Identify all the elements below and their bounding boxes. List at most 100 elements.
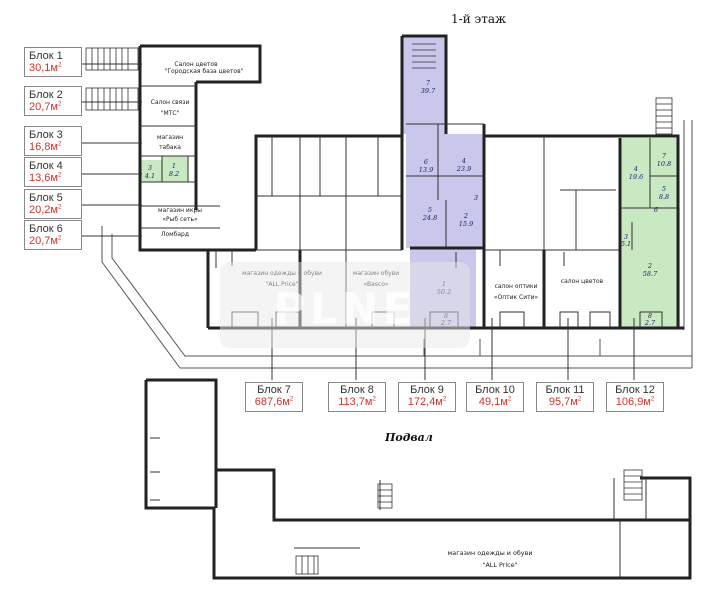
floor-title: 1-й этаж xyxy=(451,12,506,26)
block-name: Блок 1 xyxy=(29,50,63,62)
block-2-label: Блок 2 20,7м2 xyxy=(24,86,82,116)
room-area: 15.9 xyxy=(459,220,473,228)
room-number: 7 xyxy=(662,152,667,160)
block-area: 20,7м2 xyxy=(29,235,62,247)
watermark-text: PLNE xyxy=(273,284,416,335)
label-allprice-1: магазин одежды и обуви xyxy=(242,270,322,277)
stairs-right xyxy=(655,97,673,135)
block-name: Блок 11 xyxy=(545,384,585,396)
label-obuv-2: «Basco» xyxy=(363,281,388,288)
room-area: 4.1 xyxy=(144,172,155,180)
block-10-label: Блок 10 49,1м2 xyxy=(466,382,524,412)
room-area: 13.9 xyxy=(419,166,433,174)
label-ikra-2: «Рыб сеть» xyxy=(162,216,198,223)
block-name: Блок 9 xyxy=(410,384,444,396)
block-area: 30,1м2 xyxy=(29,62,62,74)
room-area: 10.8 xyxy=(657,160,671,168)
room-number: 3 xyxy=(148,164,152,172)
label-salon-svyazi-2: "МТС" xyxy=(161,110,180,117)
room-number: 6 xyxy=(654,206,658,214)
block-area: 20,2м2 xyxy=(29,204,62,216)
block-9-label: Блок 9 172,4м2 xyxy=(398,382,456,412)
block-7-label: Блок 7 687,6м2 xyxy=(245,382,303,412)
room-labels: Салон цветов "Городская база цветов" Сал… xyxy=(151,61,604,301)
label-tabak-1: магазин xyxy=(157,134,183,141)
block-1-label: Блок 1 30,1м2 xyxy=(24,47,82,77)
block-name: Блок 4 xyxy=(29,160,63,172)
room-number: 8 xyxy=(648,312,652,320)
basement-stairs-1 xyxy=(377,483,393,509)
room-number: 3 xyxy=(624,233,628,241)
room-area: 50.2 xyxy=(437,288,451,296)
block-name: Блок 6 xyxy=(29,223,63,235)
label-obuv-1: магазин обуви xyxy=(353,270,399,277)
block-area: 687,6м2 xyxy=(254,396,294,408)
block-name: Блок 8 xyxy=(340,384,374,396)
stairs-top-left xyxy=(85,47,139,71)
stairs-purple xyxy=(412,43,436,69)
block-4-label: Блок 4 13,6м2 xyxy=(24,157,82,187)
block-area: 16,8м2 xyxy=(29,141,62,153)
room-number: 6 xyxy=(424,158,428,166)
room-number: 7 xyxy=(426,79,431,87)
room-number: 1 xyxy=(442,280,446,288)
label-optika-2: «Оптик Сити» xyxy=(494,294,539,301)
label-optika-1: салон оптики xyxy=(495,283,538,290)
block-3-label: Блок 3 16,8м2 xyxy=(24,126,82,156)
room-number: 1 xyxy=(172,162,176,170)
room-area: 24.8 xyxy=(422,214,437,222)
room-number: 5 xyxy=(662,185,666,193)
block-4-fill xyxy=(140,156,188,182)
label-salon-cvetov-2: "Городская база цветов" xyxy=(165,68,244,75)
room-number: 2 xyxy=(647,262,652,270)
room-area: 23.9 xyxy=(456,165,471,173)
room-area: 39.7 xyxy=(421,87,436,95)
block-12-fill xyxy=(620,138,680,328)
site-outline xyxy=(101,120,693,369)
block-area: 49,1м2 xyxy=(478,396,512,408)
basement-shop-label-2: "ALL Price" xyxy=(483,561,518,569)
block-5-label: Блок 5 20,2м2 xyxy=(24,189,82,219)
block-area: 20,7м2 xyxy=(29,101,62,113)
label-ikra-1: магазин икры xyxy=(158,207,202,214)
room-area: 19.6 xyxy=(629,173,643,181)
label-tabak-2: табака xyxy=(159,144,181,151)
room-area: 5.1 xyxy=(621,240,631,248)
block-8-label: Блок 8 113,7м2 xyxy=(328,382,386,412)
room-area: 8.2 xyxy=(169,170,179,178)
block-name: Блок 7 xyxy=(257,384,291,396)
label-salon-svyazi-1: Салон связи xyxy=(151,99,190,106)
room-area: 2.7 xyxy=(440,319,452,327)
basement-title: Подвал xyxy=(384,431,433,444)
room-number: 4 xyxy=(633,165,638,173)
block-area: 113,7м2 xyxy=(338,396,376,408)
block-name: Блок 2 xyxy=(29,89,63,101)
block-area: 13,6м2 xyxy=(29,172,62,184)
block-12-label: Блок 12 106,9м2 xyxy=(606,382,664,412)
label-cvety: салон цветов xyxy=(561,278,604,285)
watermark: PLNE xyxy=(220,262,470,348)
block-area: 172,4м2 xyxy=(407,396,447,408)
room-number: 4 xyxy=(461,157,466,165)
room-numbers: 7 39.7 6 13.9 4 23.9 5 24.8 2 15.9 3 1 5… xyxy=(144,79,671,327)
basement-stairs-3 xyxy=(623,469,643,501)
label-salon-cvetov-1: Салон цветов xyxy=(174,61,218,68)
block-name: Блок 3 xyxy=(29,129,63,141)
basement-shop-label-1: магазин одежды и обуви xyxy=(447,549,532,557)
block-name: Блок 12 xyxy=(615,384,655,396)
basement-stairs-2 xyxy=(295,555,319,575)
basement-walls xyxy=(144,378,692,580)
block-6-label: Блок 6 20,7м2 xyxy=(24,220,82,250)
stairs-left-2 xyxy=(85,87,139,111)
block-name: Блок 10 xyxy=(475,384,515,396)
room-area: 8.8 xyxy=(659,193,669,201)
room-area: 2.7 xyxy=(644,319,656,327)
room-area: 58.7 xyxy=(643,270,658,278)
floor-walls xyxy=(138,34,684,330)
block-area: 106,9м2 xyxy=(615,396,655,408)
bottom-leader-lines xyxy=(271,318,635,380)
room-number: 8 xyxy=(444,312,448,320)
label-lombard: Ломбард xyxy=(161,231,189,238)
label-allprice-2: "ALL Price" xyxy=(266,281,299,288)
